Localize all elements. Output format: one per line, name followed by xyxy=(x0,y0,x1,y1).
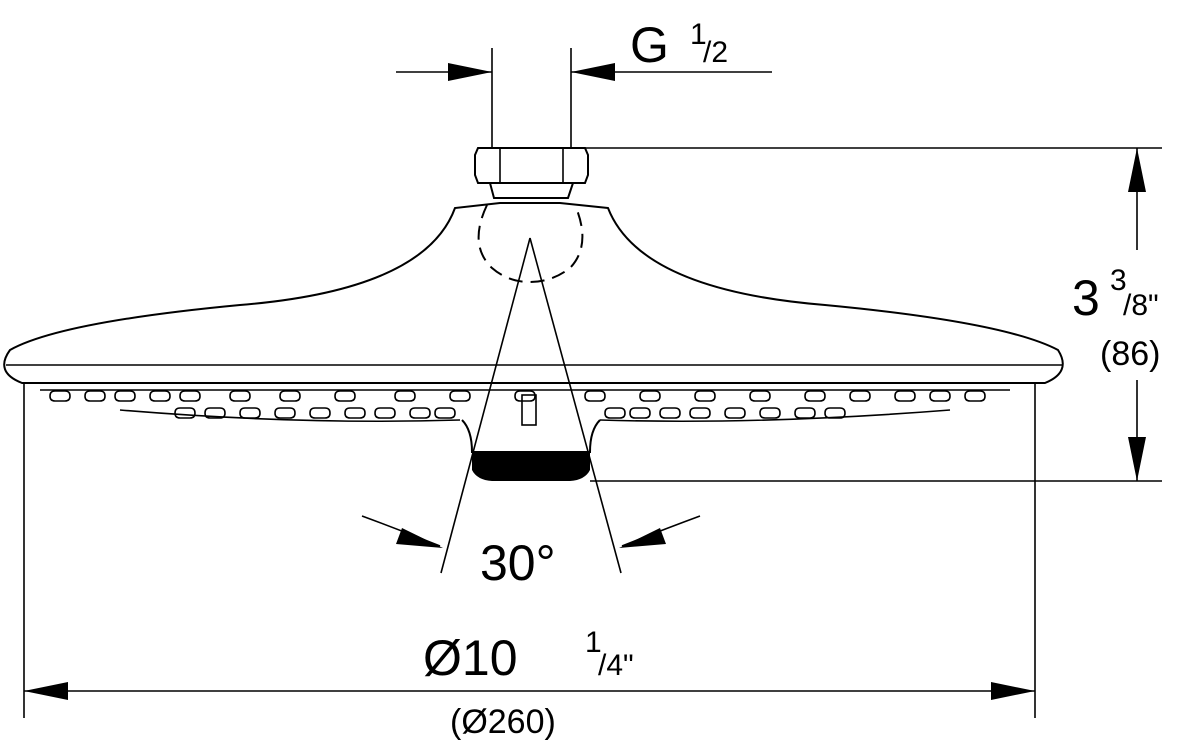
nozzle xyxy=(824,407,846,419)
spray-angle: 30° xyxy=(361,237,701,591)
connector-nut xyxy=(474,147,589,199)
nozzle xyxy=(374,407,396,419)
nozzle xyxy=(604,407,626,419)
thread-fraction-numerator: 1 xyxy=(690,18,707,51)
nozzle xyxy=(179,390,201,402)
nozzle xyxy=(239,407,261,419)
height-fraction-denominator: /8" xyxy=(1123,289,1159,322)
height-arrow-bottom xyxy=(1128,437,1146,481)
nozzle xyxy=(724,407,746,419)
nozzle xyxy=(894,390,916,402)
diameter-metric: (Ø260) xyxy=(450,703,556,741)
nozzle xyxy=(689,407,711,419)
nozzle xyxy=(204,407,226,419)
nozzle xyxy=(749,390,771,402)
angle-arrow-left xyxy=(396,528,443,548)
diameter-fraction-numerator: 1 xyxy=(585,626,602,659)
nozzle xyxy=(629,407,651,419)
nozzle xyxy=(659,407,681,419)
nozzle-row xyxy=(40,389,1010,426)
height-label: 3 xyxy=(1072,270,1100,326)
nozzles xyxy=(49,390,986,426)
height-dimension: 3 3 /8" (86) xyxy=(585,147,1162,482)
angle-label: 30° xyxy=(480,535,556,591)
nozzle xyxy=(229,390,251,402)
nozzle xyxy=(759,407,781,419)
thread-arrow-left xyxy=(448,63,492,81)
nozzle xyxy=(149,390,171,402)
thread-fraction-denominator: /2 xyxy=(703,36,728,69)
nozzle xyxy=(794,407,816,419)
nozzle xyxy=(309,407,331,419)
nozzle xyxy=(449,390,471,402)
nozzle xyxy=(344,407,366,419)
nozzle xyxy=(434,407,456,419)
diameter-dimension: Ø10 1 /4" (Ø260) xyxy=(23,383,1036,741)
nozzle xyxy=(584,390,606,402)
nozzle xyxy=(49,390,71,402)
height-fraction-numerator: 3 xyxy=(1110,264,1127,297)
center-nozzle xyxy=(521,394,537,426)
nozzle xyxy=(929,390,951,402)
nozzle xyxy=(514,390,536,402)
outlet-face xyxy=(472,452,590,481)
nozzle xyxy=(394,390,416,402)
thread-dimension: G 1 /2 xyxy=(396,17,772,148)
nozzle xyxy=(84,390,106,402)
diameter-fraction-denominator: /4" xyxy=(598,649,634,682)
nozzle xyxy=(174,407,196,419)
height-arrow-top xyxy=(1128,148,1146,192)
height-metric: (86) xyxy=(1100,335,1160,373)
center-outlet xyxy=(461,419,601,481)
thread-label: G xyxy=(630,17,669,73)
nozzle xyxy=(694,390,716,402)
nozzle xyxy=(964,390,986,402)
shower-head-body xyxy=(3,202,1064,384)
nozzle xyxy=(274,407,296,419)
nozzle xyxy=(279,390,301,402)
nozzle xyxy=(114,390,136,402)
thread-arrow-right xyxy=(571,63,615,81)
nozzle xyxy=(804,390,826,402)
diameter-arrow-left xyxy=(24,682,68,700)
nozzle xyxy=(639,390,661,402)
diameter-label: Ø10 xyxy=(423,630,518,686)
nozzle xyxy=(409,407,431,419)
diameter-arrow-right xyxy=(991,682,1035,700)
nozzle xyxy=(334,390,356,402)
nozzle xyxy=(849,390,871,402)
angle-arrow-right xyxy=(619,528,666,548)
